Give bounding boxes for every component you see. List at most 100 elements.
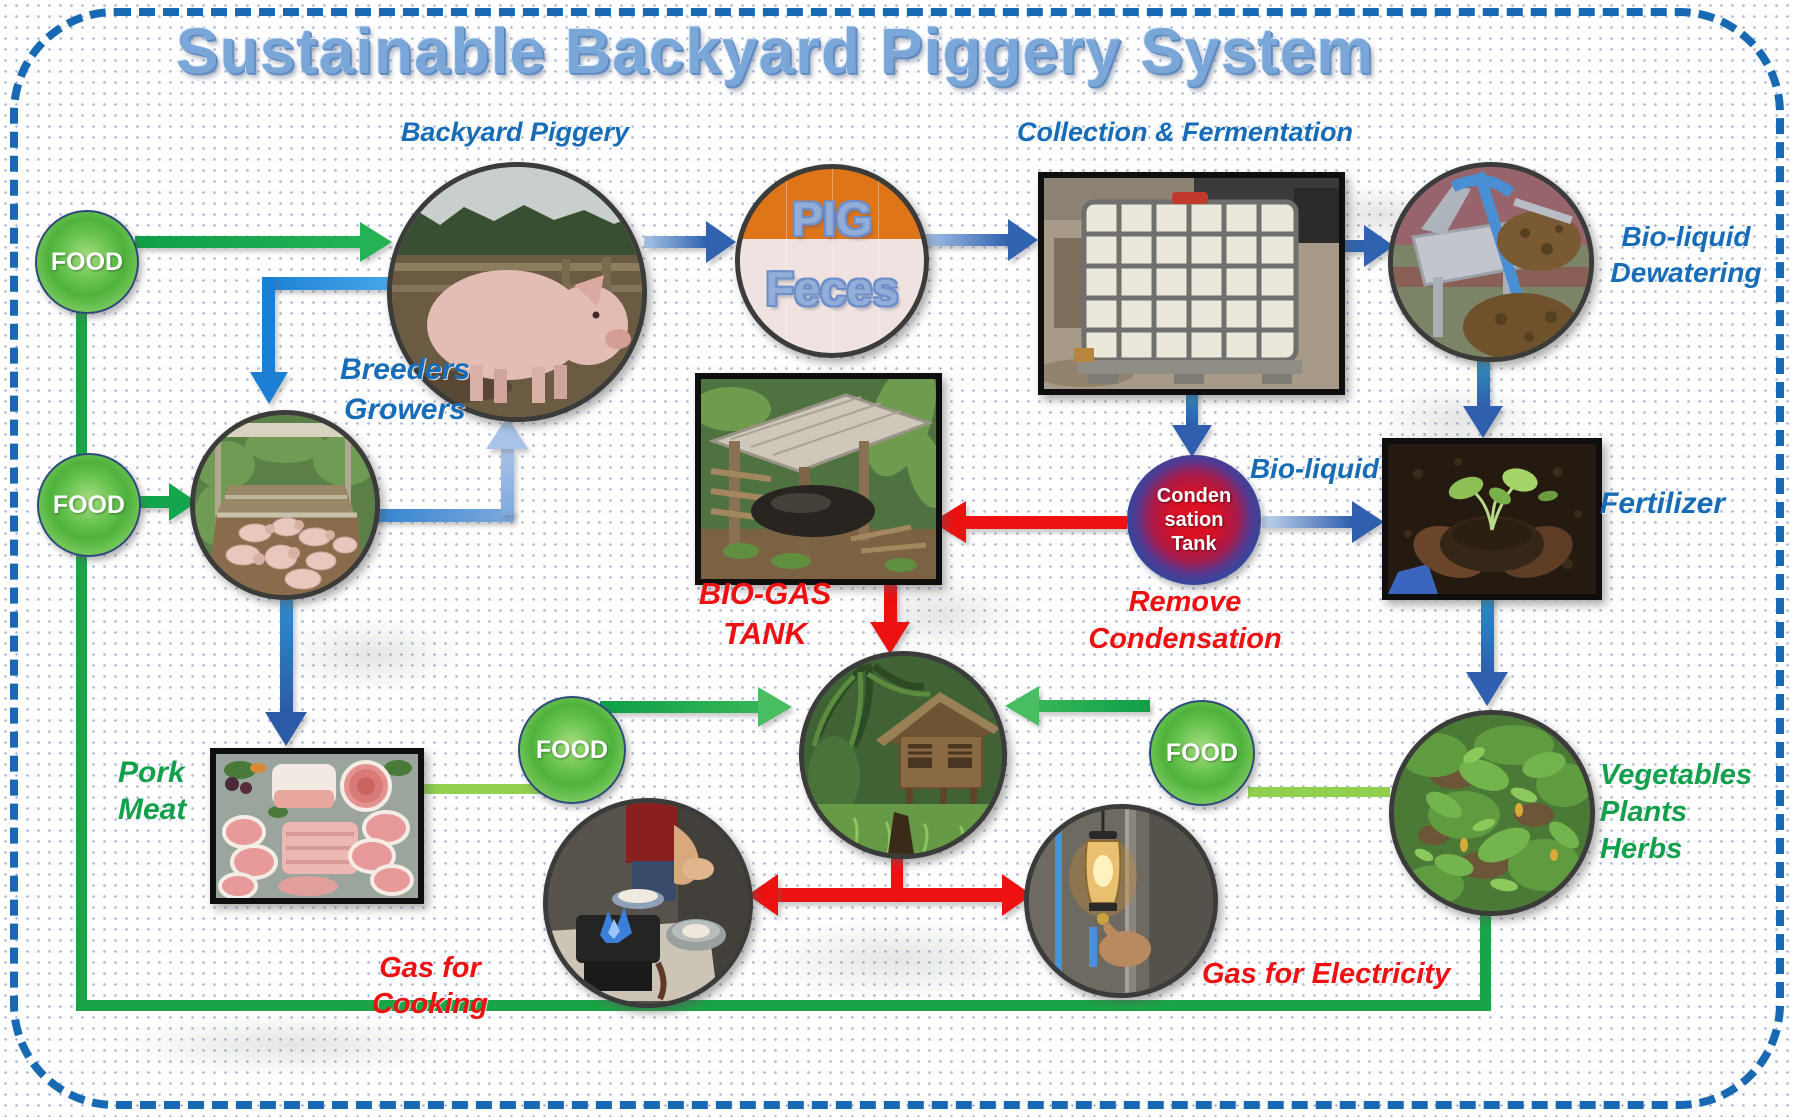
cooking-stove-image xyxy=(548,803,748,1003)
bioliquid-dewatering-label: Bio-liquid Dewatering xyxy=(1586,219,1786,291)
arrow-fertilizer-to-vegetables xyxy=(1481,590,1494,672)
arrow-condensation-to-fertilizer xyxy=(1262,516,1352,528)
arrow-piggery-to-pigpen-vertical xyxy=(262,277,275,372)
shadow-blob xyxy=(240,600,500,710)
shadow-blob xyxy=(40,1000,540,1090)
vegetables-line: Vegetables xyxy=(1600,759,1753,791)
arrow-food-to-house-right-head xyxy=(1005,686,1039,726)
arrow-pigpen-to-piggery-vertical xyxy=(501,449,514,515)
condensation-line: Condensation xyxy=(1088,623,1282,655)
gas-lamp-image xyxy=(1029,809,1213,993)
food-label: FOOD xyxy=(535,735,609,764)
arrow-condensation-to-fertilizer-head xyxy=(1352,501,1384,543)
breeders-line: Breeders xyxy=(339,353,471,386)
arrow-pigpen-to-piggery-horizontal xyxy=(368,509,514,522)
meat-line: Meat xyxy=(118,793,187,826)
pork-line: Pork xyxy=(118,756,185,789)
page-title: Sustainable Backyard Piggery System xyxy=(175,15,1375,87)
food-node-2: FOOD xyxy=(37,453,141,557)
bioliquid-label: Bio-liquid xyxy=(1249,453,1380,484)
arrow-piggery-to-feces-head xyxy=(706,221,736,263)
biogas-tank-photo xyxy=(695,373,942,585)
dewatering-machine-image xyxy=(1393,167,1589,357)
dewatering-photo xyxy=(1388,162,1594,362)
pig-feces-word2: Feces xyxy=(765,262,899,315)
ibc-tank-image xyxy=(1044,178,1339,389)
plants-line: Plants xyxy=(1600,796,1688,828)
food-label: FOOD xyxy=(50,247,124,276)
fertilizer-photo xyxy=(1382,438,1602,600)
pork-meat-label: Pork Meat xyxy=(118,754,238,828)
arrow-pigpen-to-piggery-head xyxy=(486,417,528,449)
herbs-line: Herbs xyxy=(1600,833,1683,865)
cooking-photo xyxy=(543,798,753,1008)
vegetables-image xyxy=(1394,715,1590,911)
breeders-growers-label: Breeders Growers xyxy=(315,350,495,430)
house-photo xyxy=(799,651,1007,859)
arrow-house-to-gas-stem xyxy=(891,849,903,895)
arrow-dewatering-to-fertilizer xyxy=(1477,352,1490,406)
bioliquid-dewatering-line2: Dewatering xyxy=(1610,257,1762,288)
vegetables-plants-herbs-label: Vegetables Plants Herbs xyxy=(1600,757,1780,868)
arrow-gas-bar xyxy=(776,888,1004,902)
bioliquid-dewatering-line1: Bio-liquid xyxy=(1621,221,1751,252)
arrow-food-to-pigpen xyxy=(137,496,169,508)
condensation-text-line1: Conden xyxy=(1156,485,1232,507)
loop-line-bottom-horizontal xyxy=(76,1000,1491,1011)
food-label: FOOD xyxy=(1165,738,1239,767)
gas-for-cooking-label: Gas for Cooking xyxy=(372,952,488,1020)
condensation-tank-node: Conden sation Tank xyxy=(1127,455,1261,585)
arrow-gas-cooking-head xyxy=(748,874,778,916)
arrow-collection-to-condensation-head xyxy=(1172,425,1212,457)
line-meat-to-food xyxy=(412,784,540,794)
arrow-piggery-to-pigpen-horizontal xyxy=(262,277,392,290)
arrow-pigpen-to-meat xyxy=(280,592,293,712)
collection-fermentation-label: Collection & Fermentation xyxy=(1016,117,1354,147)
pork-meat-photo xyxy=(210,748,424,904)
arrow-fertilizer-to-vegetables-head xyxy=(1466,672,1508,706)
biogas-tank-label: BIO-GAS TANK xyxy=(670,574,860,654)
food-node-3: FOOD xyxy=(518,696,626,804)
growers-line: Growers xyxy=(344,393,466,426)
condensation-text-line3: Tank xyxy=(1171,533,1217,555)
arrow-condensation-to-biogas xyxy=(966,516,1127,529)
arrow-pigpen-to-meat-head xyxy=(265,712,307,746)
arrow-feces-to-collection xyxy=(923,234,1008,246)
food-node-4: FOOD xyxy=(1149,700,1255,806)
arrow-piggery-to-pigpen-head xyxy=(250,372,288,404)
collection-tank-photo xyxy=(1038,172,1345,395)
arrow-feces-to-collection-head xyxy=(1008,219,1038,261)
remove-line: Remove xyxy=(1128,586,1242,618)
remove-condensation-label: Remove Condensation xyxy=(1055,584,1315,658)
arrow-biogas-to-house xyxy=(884,573,897,622)
pigpen-image xyxy=(195,415,375,595)
arrow-biogas-to-house-head xyxy=(870,622,910,654)
pork-meat-image xyxy=(216,754,418,898)
loop-line-left-vertical xyxy=(76,260,87,1010)
arrow-food-to-house-left-head xyxy=(758,687,792,727)
food-node-1: FOOD xyxy=(35,210,139,314)
arrow-collection-to-condensation xyxy=(1186,385,1198,425)
pig-feces-node: PIG Feces xyxy=(735,164,929,358)
condensation-text-line2: sation xyxy=(1164,509,1224,531)
biogas-line1: BIO-GAS xyxy=(698,576,832,611)
fertilizer-image xyxy=(1388,444,1596,594)
arrow-food-to-piggery xyxy=(135,236,360,248)
house-image xyxy=(804,656,1002,854)
pig-feces-word1: PIG xyxy=(791,192,873,245)
line-vegetables-to-food xyxy=(1248,787,1390,797)
pigpen-photo xyxy=(190,410,380,600)
backyard-piggery-label: Backyard Piggery xyxy=(400,117,630,147)
loop-line-right-vertical xyxy=(1480,903,1491,1011)
electricity-lamp-photo xyxy=(1024,804,1218,998)
vegetables-photo xyxy=(1389,710,1595,916)
arrow-food-to-piggery-head xyxy=(360,222,392,262)
arrow-piggery-to-feces xyxy=(644,236,706,248)
arrow-dewatering-to-fertilizer-head xyxy=(1463,406,1503,438)
biogas-line2: TANK xyxy=(723,616,807,651)
gas-for-electricity-label: Gas for Electricity xyxy=(1202,958,1451,990)
food-label: FOOD xyxy=(52,490,126,519)
arrow-food-to-house-left xyxy=(600,701,758,713)
biogas-shed-image xyxy=(701,379,936,579)
fertilizer-label: Fertilizer xyxy=(1600,487,1726,520)
